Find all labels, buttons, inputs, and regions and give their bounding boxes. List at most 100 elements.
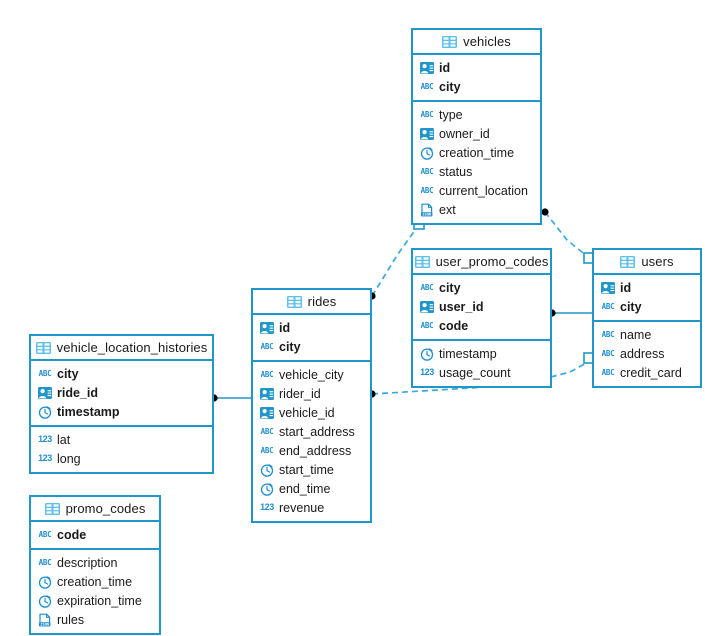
column-row[interactable]: timestamp [413, 344, 550, 363]
column-name-label: city [439, 280, 461, 295]
table-grid-icon [35, 341, 51, 354]
relationship-vehicle_location_histories-rides[interactable] [210, 394, 251, 402]
column-name-label: current_location [439, 183, 528, 198]
abc-string-icon: ABC [601, 329, 615, 339]
column-name-label: vehicle_id [279, 405, 335, 420]
id-card-icon [420, 127, 434, 141]
clock-icon [38, 594, 52, 608]
table-name-label: promo_codes [65, 501, 146, 516]
column-row[interactable]: start_time [253, 460, 370, 479]
column-name-label: start_time [279, 462, 334, 477]
id-card-icon [420, 300, 434, 314]
table-name-label: rides [307, 294, 337, 309]
table-name-label: user_promo_codes [435, 254, 549, 269]
column-name-label: code [439, 318, 469, 333]
table-name-label: users [641, 254, 674, 269]
id-card-icon [38, 386, 52, 400]
column-row[interactable]: ABC end_address [253, 441, 370, 460]
column-name-label: city [279, 339, 301, 354]
column-row[interactable]: ABC city [413, 77, 540, 96]
column-row[interactable]: vehicle_id [253, 403, 370, 422]
column-row[interactable]: expiration_time [31, 591, 159, 610]
svg-text:JSON: JSON [40, 622, 49, 626]
id-card-icon [420, 61, 434, 75]
abc-string-icon: ABC [601, 301, 615, 311]
table-header-users[interactable]: users [594, 250, 700, 275]
column-name-label: credit_card [620, 365, 682, 380]
abc-string-icon: ABC [420, 81, 434, 91]
abc-string-icon: ABC [38, 557, 52, 567]
source-dot-marker [541, 208, 549, 216]
relationship-user_promo_codes-users[interactable] [548, 309, 592, 317]
column-row[interactable]: ABC city [253, 337, 370, 356]
column-row[interactable]: ABC city [594, 297, 700, 316]
column-row[interactable]: id [253, 318, 370, 337]
column-row[interactable]: ride_id [31, 383, 212, 402]
column-row[interactable]: end_time [253, 479, 370, 498]
column-name-label: end_address [279, 443, 352, 458]
column-name-label: name [620, 327, 652, 342]
column-row[interactable]: JSON ext [413, 200, 540, 219]
column-name-label: id [279, 320, 291, 335]
abc-string-icon: ABC [420, 166, 434, 176]
column-row[interactable]: id [413, 58, 540, 77]
clock-icon [420, 146, 434, 160]
column-row[interactable]: timestamp [31, 402, 212, 421]
json-file-icon: JSON [420, 203, 434, 217]
column-row[interactable]: rider_id [253, 384, 370, 403]
column-row[interactable]: creation_time [413, 143, 540, 162]
column-name-label: city [620, 299, 642, 314]
table-grid-icon [44, 502, 60, 515]
table-header-rides[interactable]: rides [253, 290, 370, 315]
table-header-vehicle_location_histories[interactable]: vehicle_location_histories [31, 336, 212, 361]
table-header-user_promo_codes[interactable]: user_promo_codes [413, 250, 550, 275]
table-grid-icon [442, 35, 458, 48]
column-row[interactable]: id [594, 278, 700, 297]
column-row[interactable]: ABC name [594, 325, 700, 344]
column-row[interactable]: owner_id [413, 124, 540, 143]
table-grid-icon [414, 255, 430, 268]
column-name-label: ext [439, 202, 456, 217]
abc-string-icon: ABC [260, 445, 274, 455]
column-row[interactable]: creation_time [31, 572, 159, 591]
abc-string-icon: ABC [38, 529, 52, 539]
column-name-label: user_id [439, 299, 484, 314]
column-name-label: city [439, 79, 461, 94]
table-header-vehicles[interactable]: vehicles [413, 30, 540, 55]
abc-string-icon: ABC [38, 368, 52, 378]
table-header-promo_codes[interactable]: promo_codes [31, 497, 159, 522]
abc-string-icon: ABC [260, 341, 274, 351]
column-name-label: vehicle_city [279, 367, 344, 382]
column-row[interactable]: user_id [413, 297, 550, 316]
